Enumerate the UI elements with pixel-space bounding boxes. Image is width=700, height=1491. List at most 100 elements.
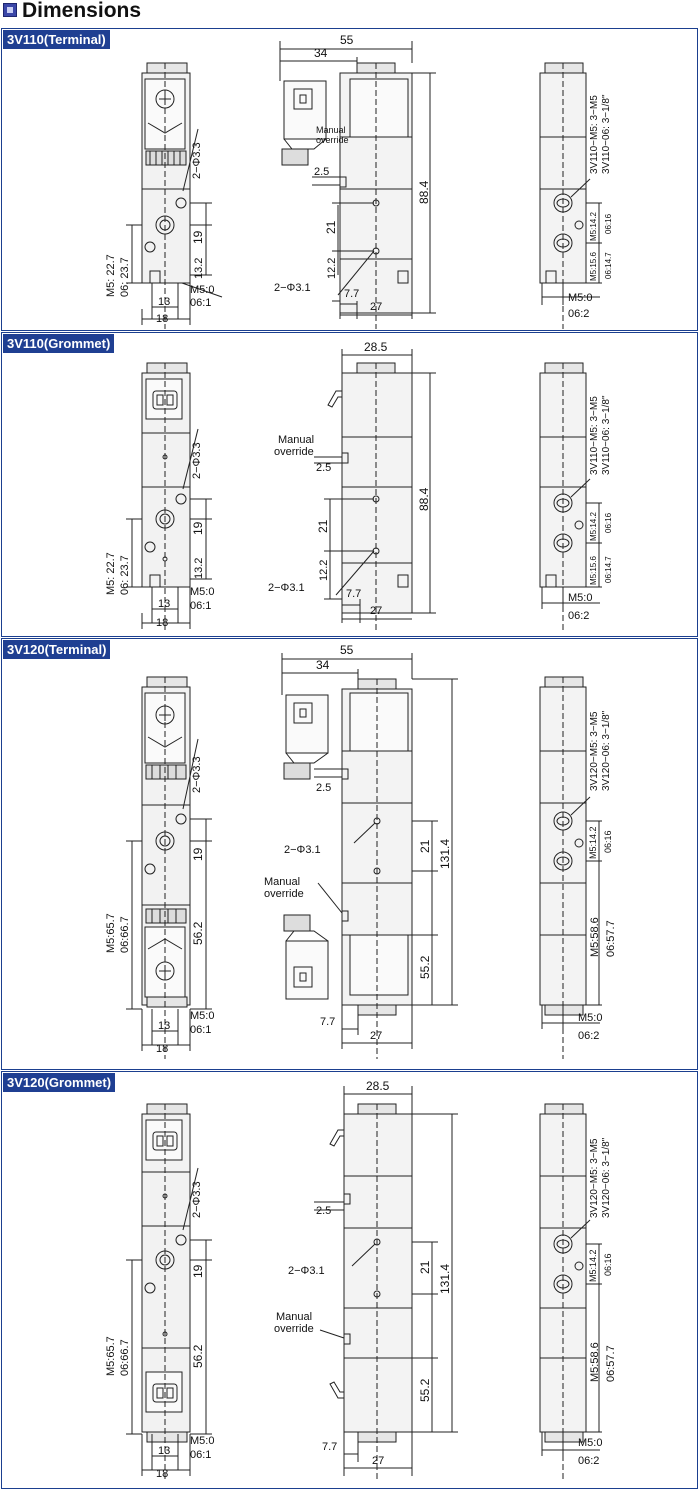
back-model-06: 3V110−06: 3−1/8" — [601, 94, 612, 174]
page-header: Dimensions — [0, 0, 700, 24]
front-height-06: 06: 23.7 — [119, 555, 131, 595]
side-view — [281, 653, 458, 1059]
side-override-offset: 2.5 — [314, 166, 329, 178]
back-model-m5: 3V120−M5: 3−M5 — [589, 1138, 600, 1218]
back-view — [539, 362, 602, 633]
side-override-offset: 2.5 — [316, 1205, 331, 1217]
drawing-3v110-terminal: 2−Φ3.3 19 13.2 M5: 22.7 06: 23.7 M5:0 06… — [105, 33, 613, 329]
front-port-m5: M5:0 — [190, 1435, 214, 1447]
side-width: 27 — [370, 301, 382, 313]
side-manual-2: override — [274, 1323, 314, 1335]
back-port-m5: M5:0 — [568, 592, 592, 604]
front-lower: 13.2 — [193, 558, 205, 579]
front-port-note: 2−Φ3.3 — [191, 1181, 203, 1218]
front-view — [126, 362, 212, 633]
side-w-total: 28.5 — [364, 340, 388, 354]
front-w1: 13 — [158, 1020, 170, 1032]
front-height-06: 06: 23.7 — [119, 257, 131, 297]
side-width: 27 — [372, 1455, 384, 1467]
side-pitch: 21 — [324, 220, 338, 234]
side-manual-2: override — [316, 135, 349, 145]
back-port-m5: M5:0 — [578, 1437, 602, 1449]
side-bottom-offset: 7.7 — [346, 588, 361, 600]
side-pitch: 21 — [316, 519, 330, 533]
front-view — [126, 1103, 212, 1482]
drawing-3v110-grommet: 2−Φ3.3 19 13.2 M5: 22.7 06: 23.7 M5:0 06… — [105, 340, 613, 633]
front-height-06: 06:66.7 — [119, 916, 131, 953]
side-manual-2: override — [274, 446, 314, 458]
back-06-a: 06:16 — [604, 512, 613, 533]
side-w-total: 28.5 — [366, 1079, 390, 1093]
back-06-a: 06:16 — [603, 1253, 613, 1276]
back-port-m5: M5:0 — [568, 292, 592, 304]
section-label: 3V120(Terminal) — [3, 640, 111, 659]
side-w-total: 55 — [340, 33, 354, 47]
front-view — [126, 676, 212, 1059]
side-lower: 55.2 — [418, 1378, 432, 1402]
back-model-06: 3V120−06: 3−1/8" — [601, 710, 612, 791]
front-pitch: 19 — [191, 847, 205, 861]
back-06-low: 06:57.7 — [605, 920, 617, 957]
back-model-m5: 3V110−M5: 3−M5 — [589, 95, 600, 174]
front-w1: 13 — [158, 1445, 170, 1457]
back-06-a: 06:16 — [603, 830, 613, 853]
back-m5-a: M5:14.2 — [588, 1249, 598, 1282]
side-hole-note: 2−Φ3.1 — [288, 1265, 325, 1277]
back-port-06: 06:2 — [568, 308, 589, 320]
back-model-06: 3V120−06: 3−1/8" — [601, 1137, 612, 1218]
back-port-m5: M5:0 — [578, 1012, 602, 1024]
front-port-06: 06:1 — [190, 297, 211, 309]
section-label: 3V110(Grommet) — [3, 334, 115, 353]
side-width: 27 — [370, 1030, 382, 1042]
back-view — [539, 62, 602, 329]
front-height-m5: M5: 22.7 — [105, 552, 117, 595]
back-06-b: 06:14.7 — [604, 252, 613, 279]
side-width: 27 — [370, 605, 382, 617]
back-model-m5: 3V110−M5: 3−M5 — [589, 396, 600, 475]
side-height: 131.4 — [438, 839, 452, 869]
side-height: 88.4 — [417, 487, 431, 511]
front-port-06: 06:1 — [190, 1449, 211, 1461]
page-title: Dimensions — [22, 0, 142, 22]
section-3v110-terminal: 3V110(Terminal) — [1, 28, 698, 331]
section-label: 3V110(Terminal) — [3, 30, 110, 49]
back-model-m5: 3V120−M5: 3−M5 — [589, 711, 600, 791]
front-port-06: 06:1 — [190, 1024, 211, 1036]
section-3v120-grommet: 3V120(Grommet) — [1, 1071, 698, 1489]
section-3v110-grommet: 3V110(Grommet) — [1, 332, 698, 637]
front-pitch: 19 — [191, 1264, 205, 1278]
side-height: 131.4 — [438, 1264, 452, 1294]
side-hole-note: 2−Φ3.1 — [284, 844, 321, 856]
back-view — [539, 1103, 602, 1482]
side-view — [314, 349, 436, 633]
front-port-m5: M5:0 — [190, 284, 214, 296]
back-06-low: 06:57.7 — [605, 1345, 617, 1382]
back-m5-b: M5:15.6 — [589, 556, 598, 585]
front-port-note: 2−Φ3.3 — [191, 142, 203, 179]
side-pitch: 21 — [418, 1260, 432, 1274]
side-lower: 55.2 — [418, 955, 432, 979]
back-port-06: 06:2 — [578, 1030, 599, 1042]
back-m5-low: M5:58.6 — [589, 1342, 601, 1382]
side-manual-1: Manual — [276, 1311, 312, 1323]
side-w-total: 55 — [340, 643, 354, 657]
back-port-06: 06:2 — [578, 1455, 599, 1467]
side-height: 88.4 — [417, 180, 431, 204]
back-m5-low: M5:58.6 — [589, 917, 601, 957]
front-w2: 18 — [156, 1468, 168, 1480]
side-manual-2: override — [264, 888, 304, 900]
front-lower: 13.2 — [193, 258, 205, 279]
front-port-m5: M5:0 — [190, 1010, 214, 1022]
side-hole-note: 2−Φ3.1 — [268, 582, 305, 594]
side-pitch: 21 — [418, 839, 432, 853]
front-port-m5: M5:0 — [190, 586, 214, 598]
back-port-06: 06:2 — [568, 610, 589, 622]
front-w1: 13 — [158, 598, 170, 610]
back-m5-a: M5:14.2 — [589, 512, 598, 541]
side-hole-note: 2−Φ3.1 — [274, 282, 311, 294]
front-height-m5: M5:65.7 — [105, 913, 117, 953]
section-3v120-terminal: 3V120(Terminal) — [1, 638, 698, 1070]
side-w-coil: 34 — [314, 46, 328, 60]
front-height-06: 06:66.7 — [119, 1339, 131, 1376]
front-lower: 56.2 — [191, 921, 205, 945]
